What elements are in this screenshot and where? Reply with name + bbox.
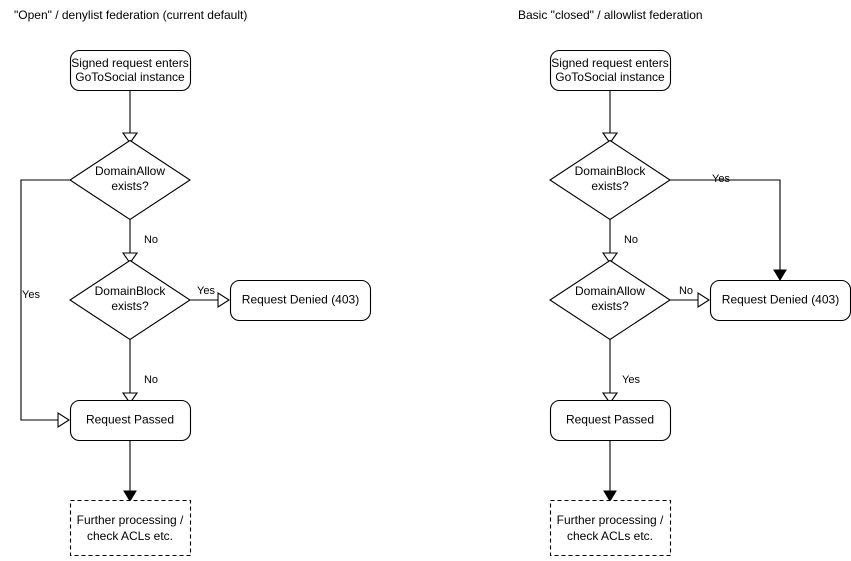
node-start-right-line2: GoToSocial instance	[555, 70, 665, 84]
node-start-right: Signed request enters GoToSocial instanc…	[549, 49, 672, 92]
arrowhead-open-icon	[601, 252, 619, 264]
arrowhead-filled-icon	[773, 269, 787, 281]
node-decision-domainallow-left: DomainAllow exists?	[68, 139, 192, 221]
edge-passed-to-further-left	[123, 440, 137, 502]
node-decision-domainallow-right-line2: exists?	[591, 299, 629, 313]
node-request-denied-left: Request Denied (403)	[229, 279, 372, 322]
node-further-processing-right-line1: Further processing /	[557, 513, 664, 527]
edge-label-domainallow-yes-left: Yes	[22, 289, 40, 301]
node-start-left-line1: Signed request enters	[71, 56, 188, 70]
edge-domainallow-no-right: No	[670, 285, 711, 309]
edge-start-to-decision1-right	[601, 90, 619, 144]
node-request-denied-right: Request Denied (403)	[709, 279, 851, 322]
arrowhead-open-icon	[121, 132, 139, 144]
arrowhead-open-icon	[121, 252, 139, 264]
node-decision-domainblock-right: DomainBlock exists?	[548, 139, 672, 221]
node-further-processing-left-shape	[69, 499, 192, 557]
node-decision-domainblock-left-line1: DomainBlock	[95, 284, 167, 298]
node-decision-domainblock-right-line2: exists?	[591, 179, 629, 193]
edge-domainallow-no-left: No	[121, 219, 158, 264]
edge-domainallow-yes-right: Yes	[601, 339, 640, 404]
arrowhead-filled-icon	[123, 490, 137, 502]
edge-passed-to-further-right	[603, 440, 617, 502]
node-request-denied-right-label: Request Denied (403)	[722, 293, 839, 307]
node-further-processing-right: Further processing / check ACLs etc.	[549, 499, 672, 557]
edge-label-domainblock-yes-left: Yes	[197, 285, 215, 297]
node-decision-domainblock-left-line2: exists?	[111, 299, 149, 313]
edge-label-domainblock-yes-right: Yes	[712, 173, 730, 185]
edge-domainblock-no-right: No	[601, 219, 638, 264]
edge-start-to-decision1-left	[121, 90, 139, 144]
chart-title-open-denylist: "Open" / denylist federation (current de…	[14, 8, 247, 22]
arrowhead-open-icon	[601, 132, 619, 144]
edge-label-domainblock-no-left: No	[144, 374, 158, 386]
edge-label-domainblock-no-right: No	[624, 234, 638, 246]
arrowhead-open-icon	[57, 411, 71, 429]
arrowhead-open-icon	[697, 291, 711, 309]
node-further-processing-left-line1: Further processing /	[77, 513, 184, 527]
node-decision-domainallow-left-line2: exists?	[111, 179, 149, 193]
node-request-denied-left-shape	[229, 279, 372, 322]
node-decision-domainallow-left-line1: DomainAllow	[95, 164, 165, 178]
node-decision-domainallow-right-line1: DomainAllow	[575, 284, 645, 298]
edge-domainallow-yes-left: Yes	[20, 179, 71, 429]
chart-closed-allowlist: Basic "closed" / allowlist federation Si…	[518, 8, 851, 557]
node-request-passed-left-label: Request Passed	[86, 413, 174, 427]
arrowhead-filled-icon	[603, 490, 617, 502]
node-request-denied-left-label: Request Denied (403)	[242, 293, 359, 307]
node-decision-domainblock-right-line1: DomainBlock	[575, 164, 647, 178]
edge-label-domainallow-no-right: No	[679, 285, 693, 297]
edge-label-domainallow-yes-right: Yes	[622, 374, 640, 386]
arrowhead-open-icon	[601, 392, 619, 404]
node-further-processing-left: Further processing / check ACLs etc.	[69, 499, 192, 557]
node-start-left: Signed request enters GoToSocial instanc…	[69, 49, 192, 92]
arrowhead-open-icon	[121, 392, 139, 404]
node-request-passed-left: Request Passed	[69, 399, 192, 442]
node-decision-domainallow-right: DomainAllow exists?	[548, 259, 672, 341]
node-further-processing-left-line2: check ACLs etc.	[87, 529, 173, 543]
chart-title-closed-allowlist: Basic "closed" / allowlist federation	[518, 8, 703, 22]
node-further-processing-right-shape	[549, 499, 672, 557]
node-further-processing-right-line2: check ACLs etc.	[567, 529, 653, 543]
node-decision-domainblock-left: DomainBlock exists?	[68, 259, 192, 341]
node-start-right-line1: Signed request enters	[551, 56, 668, 70]
node-request-passed-right-label: Request Passed	[566, 413, 654, 427]
arrowhead-open-icon	[217, 291, 231, 309]
node-request-passed-right: Request Passed	[549, 399, 672, 442]
edge-domainblock-yes-left: Yes	[190, 285, 231, 309]
node-start-left-line2: GoToSocial instance	[75, 70, 185, 84]
chart-open-denylist: "Open" / denylist federation (current de…	[14, 8, 372, 557]
edge-domainblock-yes-right: Yes	[670, 173, 787, 281]
edge-label-domainallow-no-left: No	[144, 234, 158, 246]
edge-domainblock-no-left: No	[121, 339, 158, 404]
